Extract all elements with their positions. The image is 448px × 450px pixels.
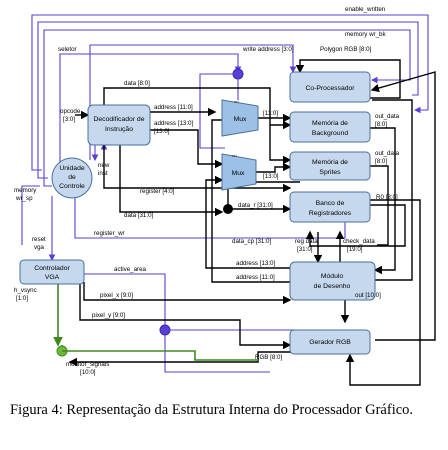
- label-out-10: out [10:0]: [355, 292, 381, 299]
- block-mux-bottom: Mux sel: [221, 153, 257, 191]
- label-data-8: data [8:0]: [124, 80, 150, 87]
- control-label-2: de: [68, 174, 76, 181]
- wire-labels: enable_written memory wr_bk seletor writ…: [14, 6, 400, 376]
- vga-label-1: Controlador: [34, 265, 70, 272]
- decoder-label-2: Instrução: [105, 126, 133, 133]
- label-register-wr: register_wr: [94, 230, 125, 237]
- mem-sp-label-2: Sprites: [319, 169, 341, 176]
- block-control-unit: Unidade de Controle: [51, 157, 93, 199]
- block-register-bank: Banco de Registradores: [289, 191, 371, 223]
- label-active-area: active_area: [114, 266, 147, 273]
- label-h-vsync: h_vsync: [14, 287, 37, 294]
- regbank-label-1: Banco de: [316, 200, 345, 207]
- label-address-13-bot: address [13:0]: [236, 260, 275, 267]
- mux-top-sel: sel: [234, 100, 239, 104]
- block-memory-sprites: Memória de Sprites: [289, 151, 371, 181]
- figure-caption: Figura 4: Representação da Estrutura Int…: [10, 402, 414, 418]
- label-bus-11-0: [11:0]: [263, 110, 278, 117]
- mem-bg-label-1: Memória de: [312, 120, 348, 127]
- label-opcode: opcode: [60, 108, 81, 115]
- label-out-data-1b: [8:0]: [375, 121, 387, 128]
- label-new-inst-b: inst: [98, 170, 108, 177]
- label-address-11-bot: address [11:0]: [236, 274, 275, 281]
- block-decoder: Decodificador de Instrução: [87, 104, 151, 146]
- block-draw-module: Módulo de Desenho: [289, 261, 376, 301]
- label-address-13-top: address [13:0]: [154, 120, 193, 127]
- block-vga-controller: Controlador VGA: [19, 259, 85, 285]
- mux-bottom-sel: sel: [232, 154, 237, 158]
- vga-label-2: VGA: [45, 274, 60, 281]
- label-address-13-top-b: [13:0]: [154, 128, 170, 135]
- data-wires: [68, 59, 436, 386]
- label-data-31: data [31:0]: [124, 212, 154, 219]
- label-enable-written: enable_written: [345, 6, 386, 13]
- label-register-4: register [4:0]: [140, 188, 175, 195]
- label-selector: seletor: [58, 46, 77, 53]
- label-pixel-x: pixel_x [9:0]: [100, 292, 133, 299]
- label-reset-b: vga: [34, 244, 45, 251]
- decoder-label-1: Decodificador de: [93, 116, 144, 123]
- block-coprocessor: Co-Processador: [289, 71, 371, 103]
- label-reg-data: reg data: [295, 238, 318, 245]
- rgbgen-label: Gerador RGB: [309, 339, 351, 346]
- label-bus-13-0: [13:0]: [263, 173, 279, 180]
- label-check-data-b: [19:0]: [347, 246, 363, 253]
- block-rgb-generator: Gerador RGB: [289, 329, 371, 355]
- label-reset: reset: [32, 236, 46, 243]
- control-label-1: Unidade: [59, 165, 85, 172]
- label-monitor-signals-b: [10:0]: [80, 369, 96, 376]
- draw-label-2: de Desenho: [314, 283, 351, 290]
- mem-sp-label-1: Memória de: [312, 159, 348, 166]
- processor-diagram: Decodificador de Instrução Unidade de Co…: [14, 6, 436, 386]
- label-write-address: write address [3:0]: [242, 46, 294, 53]
- control-label-3: Controle: [59, 183, 85, 190]
- label-data-r: data_r [31:0]: [238, 202, 273, 209]
- label-memory-wr-sp-b: wr_sp: [15, 195, 33, 202]
- mem-bg-label-2: Background: [312, 130, 348, 137]
- label-reg-data-b: [31:0]: [297, 246, 313, 253]
- label-rgb-8: RGB [8:0]: [255, 354, 282, 361]
- label-address-11-top: address [11:0]: [154, 104, 193, 111]
- regbank-label-2: Registradores: [309, 210, 352, 217]
- monitor-wires: [53, 282, 258, 361]
- mux-top-label: Mux: [234, 116, 247, 123]
- label-out-data-1: out_data: [375, 113, 400, 120]
- label-polygon-rgb: Polygon RGB [8:0]: [320, 46, 372, 53]
- label-out-data-2: out_data: [375, 150, 400, 157]
- label-h-vsync-b: [1:0]: [16, 295, 28, 302]
- label-memory-wr-bk: memory wr_bk: [345, 31, 386, 38]
- mux-bottom-label: Mux: [232, 170, 245, 177]
- label-check-data: check_data: [343, 238, 375, 245]
- block-memory-background: Memória de Background: [289, 111, 371, 143]
- label-new-inst: new: [98, 162, 110, 169]
- label-monitor-signals: monitor_signals: [66, 361, 109, 368]
- label-opcode-b: [3:0]: [63, 116, 75, 123]
- label-out-data-2b: [8:0]: [375, 158, 387, 165]
- label-data-cp: data_cp [31:0]: [232, 238, 271, 245]
- label-pixel-y: pixel_y [9:0]: [92, 312, 125, 319]
- label-r0: R0 [8:0]: [376, 194, 398, 201]
- label-memory-wr-sp: memory: [14, 187, 37, 194]
- coproc-label: Co-Processador: [305, 85, 355, 92]
- draw-label-1: Módulo: [321, 273, 344, 280]
- block-mux-top: Mux sel: [221, 99, 259, 137]
